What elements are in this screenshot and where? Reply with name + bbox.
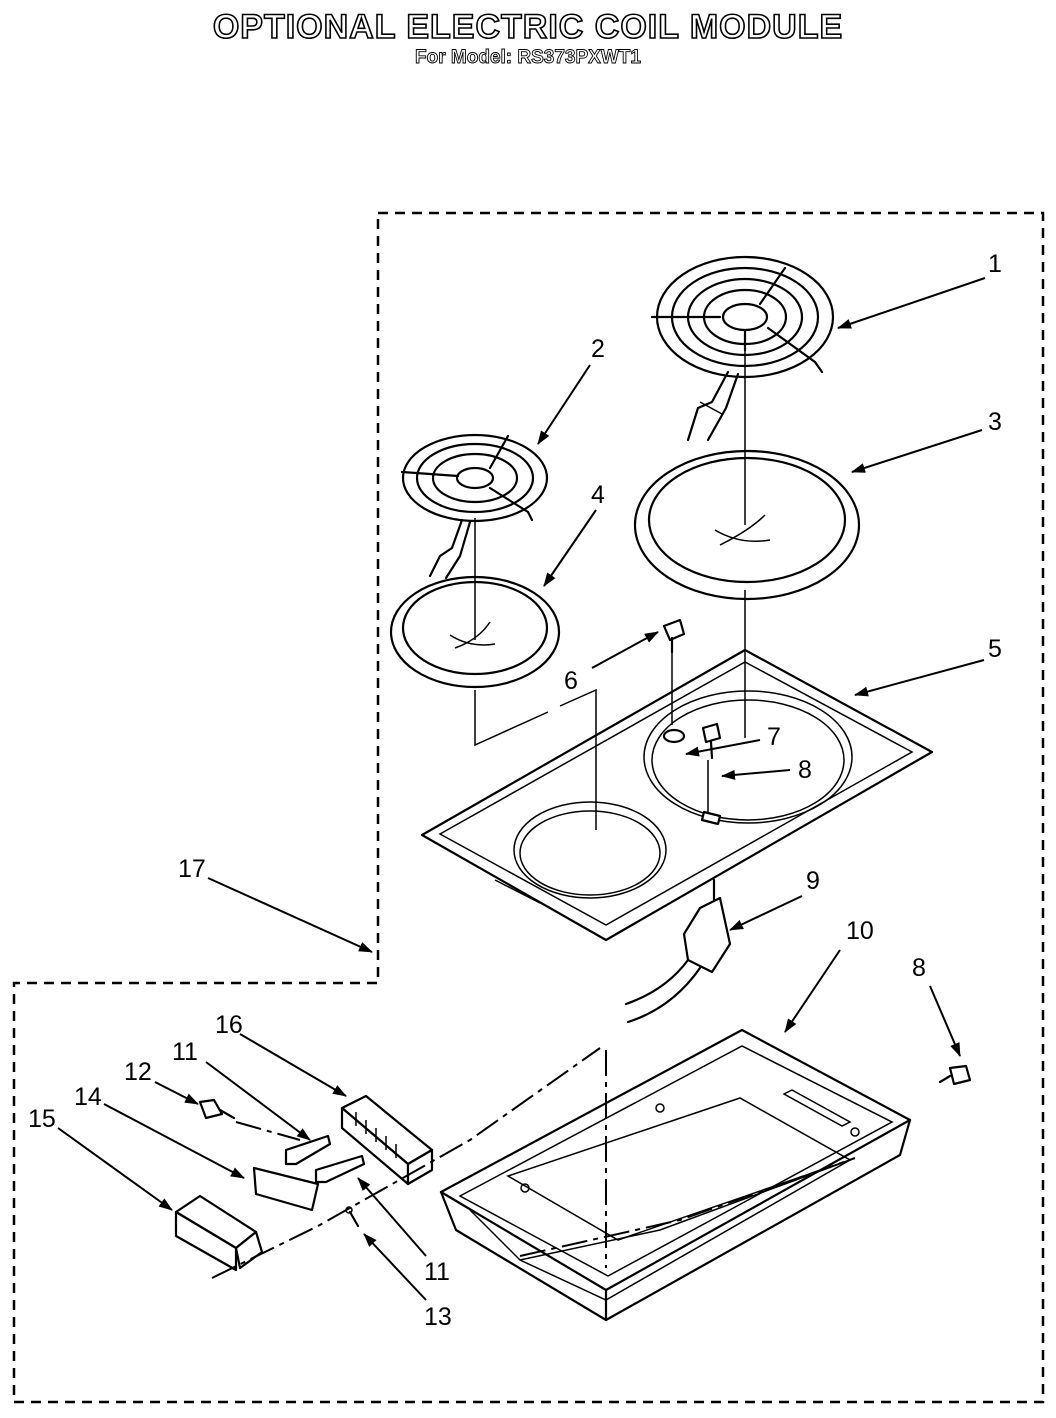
callout-6: 6 <box>564 667 578 695</box>
callout-11-lower: 11 <box>424 1258 450 1286</box>
mounting-screw-top <box>662 618 686 654</box>
callout-15: 15 <box>28 1105 56 1133</box>
cooktop-frame <box>420 648 934 942</box>
small-coil-element <box>400 433 549 580</box>
terminal-clip-lower <box>314 1154 366 1184</box>
terminal-clip-upper <box>284 1134 332 1166</box>
clip-washer <box>662 728 686 744</box>
callout-9: 9 <box>806 867 820 895</box>
module-boundary <box>12 211 1045 1404</box>
callout-16: 16 <box>215 1011 243 1039</box>
callout-10: 10 <box>846 917 874 945</box>
model-subtitle: For Model: RS373PXWT1 <box>415 47 642 69</box>
callout-8-lower: 8 <box>912 954 926 982</box>
component-alignment-lines <box>211 1047 601 1279</box>
callout-17: 17 <box>178 855 206 883</box>
leader-arrows <box>57 277 986 1301</box>
callout-14: 14 <box>74 1083 102 1111</box>
callout-7: 7 <box>767 723 781 751</box>
callout-4: 4 <box>591 481 605 509</box>
callout-8-upper: 8 <box>798 756 812 784</box>
callout-12: 12 <box>124 1058 152 1086</box>
callout-2: 2 <box>591 335 605 363</box>
callout-11-upper: 11 <box>172 1038 198 1066</box>
callout-13: 13 <box>424 1303 452 1331</box>
alignment-lines <box>474 330 746 830</box>
burner-box <box>439 1028 912 1322</box>
mounting-screw-small <box>198 1098 236 1120</box>
wiring-harness <box>624 878 732 1024</box>
terminal-block <box>340 1094 434 1186</box>
diagram-header: OPTIONAL ELECTRIC COIL MODULE For Model:… <box>0 7 1056 69</box>
mounting-bracket <box>252 1166 320 1212</box>
box-mounting-screw <box>938 1064 972 1086</box>
large-coil-element <box>650 255 835 442</box>
diagram-title: OPTIONAL ELECTRIC COIL MODULE <box>212 7 844 47</box>
large-drip-pan <box>633 449 861 601</box>
cover-box <box>174 1194 264 1272</box>
callout-3: 3 <box>988 408 1002 436</box>
callout-1: 1 <box>988 250 1002 278</box>
callout-5: 5 <box>988 635 1002 663</box>
